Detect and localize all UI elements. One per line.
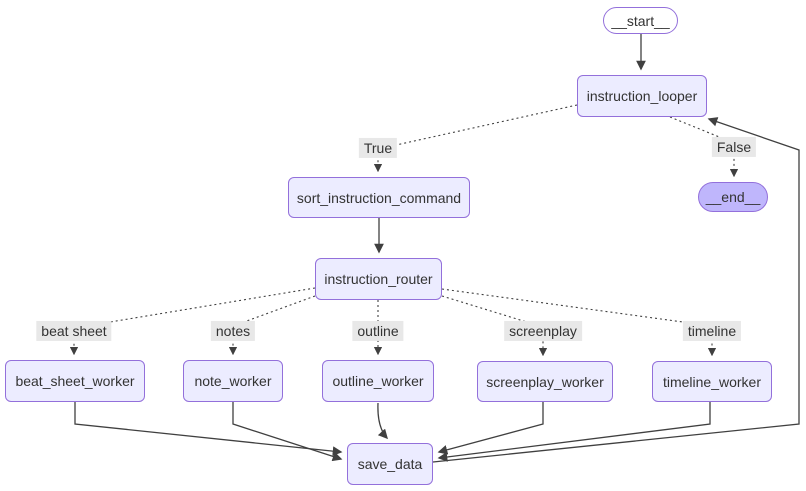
edge-router-to-timeline-worker [441,288,717,357]
node-save-data: save_data [347,443,433,485]
node-start: __start__ [603,7,678,34]
node-timeline-worker-label: timeline_worker [662,373,762,390]
edge-label-timeline: timeline [682,320,742,342]
node-instruction-looper-label: instruction_looper [586,88,698,104]
edge-label-beat-sheet: beat sheet [36,320,112,342]
node-timeline-worker: timeline_worker [652,361,772,402]
edge-router-to-beat-sheet-worker [69,287,316,356]
node-beat-sheet-worker: beat_sheet_worker [5,360,145,402]
edge-label-screenplay: screenplay [504,320,582,342]
edge-screenplay-worker-to-save [437,402,544,455]
node-save-data-label: save_data [357,456,423,472]
edge-save-to-looper [432,117,800,463]
edge-label-true: True [358,137,398,159]
node-note-worker: note_worker [183,360,283,402]
node-end: __end__ [698,182,768,212]
edge-label-outline: outline [352,320,404,342]
node-note-worker-label: note_worker [194,373,272,389]
node-outline-worker: outline_worker [322,360,434,402]
node-screenplay-worker: screenplay_worker [477,361,613,402]
edge-outline-worker-to-save [377,402,388,440]
node-instruction-router: instruction_router [315,258,442,300]
edge-note-worker-to-save [232,402,343,462]
node-start-label: __start__ [611,12,670,29]
edge-beat-sheet-worker-to-save [74,402,343,456]
edge-timeline-worker-to-save [437,402,711,462]
edge-looper-false-to-end [669,116,739,178]
edge-label-notes: notes [210,320,256,342]
node-sort-instruction-command: sort_instruction_command [288,177,470,218]
node-instruction-looper: instruction_looper [577,75,707,117]
node-instruction-router-label: instruction_router [324,271,433,287]
node-end-label: __end__ [705,189,761,205]
edge-label-false: False [711,136,757,158]
node-sort-instruction-command-label: sort_instruction_command [296,189,462,206]
edge-looper-true-to-sort [373,104,578,173]
edge-router-to-note-worker [228,295,316,356]
node-beat-sheet-worker-label: beat_sheet_worker [15,373,135,389]
node-screenplay-worker-label: screenplay_worker [486,373,604,390]
node-outline-worker-label: outline_worker [332,373,424,389]
